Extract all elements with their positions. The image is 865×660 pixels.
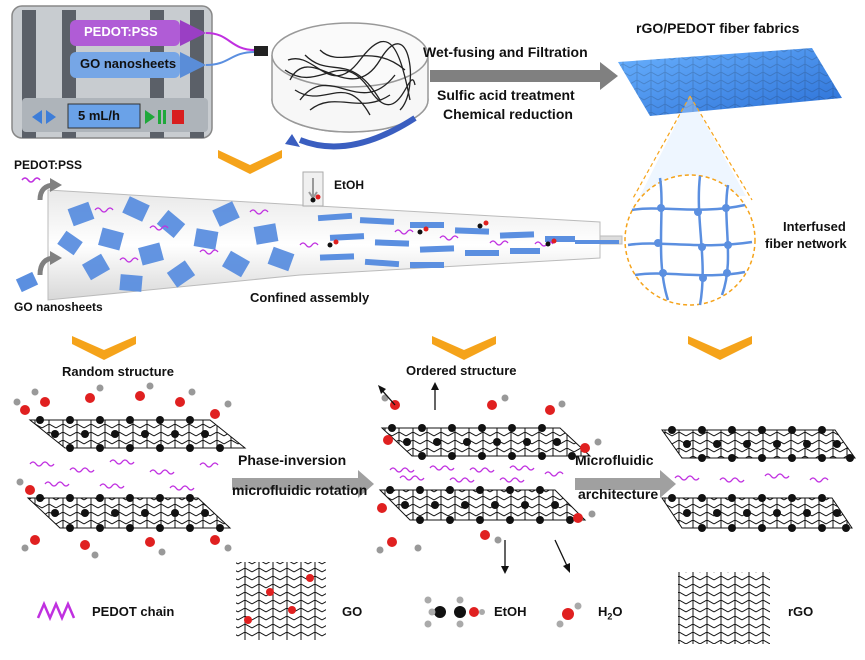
- arrow1-line2: microfluidic rotation: [232, 482, 368, 498]
- syringe-pedot-label: PEDOT:PSS: [84, 24, 158, 39]
- microfluidic-channel: [47, 171, 623, 301]
- legend-rgo-label: rGO: [788, 604, 814, 619]
- rgo-structure: [661, 426, 856, 532]
- channel-go-label: GO nanosheets: [14, 300, 103, 314]
- arrow-phase-inversion: [232, 470, 374, 498]
- h2o-h: H: [598, 604, 608, 619]
- pedot-syringe: [70, 20, 180, 46]
- h2o-molecule-icon: [556, 602, 582, 628]
- pedot-chain-icon: [36, 600, 76, 622]
- product-title: rGO/PEDOT fiber fabrics: [636, 20, 800, 36]
- pump-rate-label: 5 mL/h: [78, 108, 120, 123]
- syringe-go-label: GO nanosheets: [80, 56, 177, 71]
- legend-go-label: GO: [342, 604, 363, 619]
- legend-pedot-label: PEDOT chain: [92, 604, 175, 619]
- syringe-pump: [11, 5, 268, 139]
- rgo-lattice-icon: [678, 572, 770, 644]
- ordered-structure: [376, 382, 602, 574]
- legend-etoh-label: EtOH: [494, 604, 527, 619]
- etoh-label: EtOH: [334, 178, 364, 192]
- step2-line1: Sulfic acid treatment: [437, 87, 575, 103]
- go-lattice-icon: [236, 562, 326, 640]
- network-label-1: Interfused: [783, 219, 846, 234]
- fiber-fabric: [618, 48, 842, 116]
- play-icon: [145, 110, 155, 124]
- orange-arrows: [72, 150, 752, 360]
- confined-assembly-label: Confined assembly: [250, 290, 370, 305]
- arrow-microfluidic: [575, 470, 676, 498]
- arrow2-line2: architecture: [578, 486, 659, 502]
- process-arrow: [430, 62, 618, 90]
- etoh-molecule-icon: [424, 596, 485, 628]
- network-label-2: fiber network: [765, 236, 847, 251]
- arrow1-line1: Phase-inversion: [238, 452, 347, 468]
- step1-label: Wet-fusing and Filtration: [423, 44, 588, 60]
- stop-icon: [172, 110, 184, 124]
- fiber-network-zoom: [624, 174, 756, 306]
- collection-dish: [271, 22, 429, 150]
- rate-display: [67, 103, 141, 129]
- left-arrow-icon: [32, 110, 42, 124]
- h2o-o: O: [612, 604, 623, 619]
- random-structure-label: Random structure: [62, 364, 174, 379]
- ordered-structure-label: Ordered structure: [406, 363, 517, 378]
- step2-line2: Chemical reduction: [443, 106, 573, 122]
- h2o-subscript: 2: [607, 611, 613, 622]
- pause-icon: [158, 110, 161, 124]
- go-syringe: [70, 52, 180, 78]
- channel-pedot-label: PEDOT:PSS: [14, 158, 83, 172]
- right-arrow-icon: [46, 110, 56, 124]
- random-structure: [13, 382, 247, 559]
- arrow2-line1: Microfluidic: [575, 452, 654, 468]
- legend-h2o-label: H2O: [598, 604, 623, 622]
